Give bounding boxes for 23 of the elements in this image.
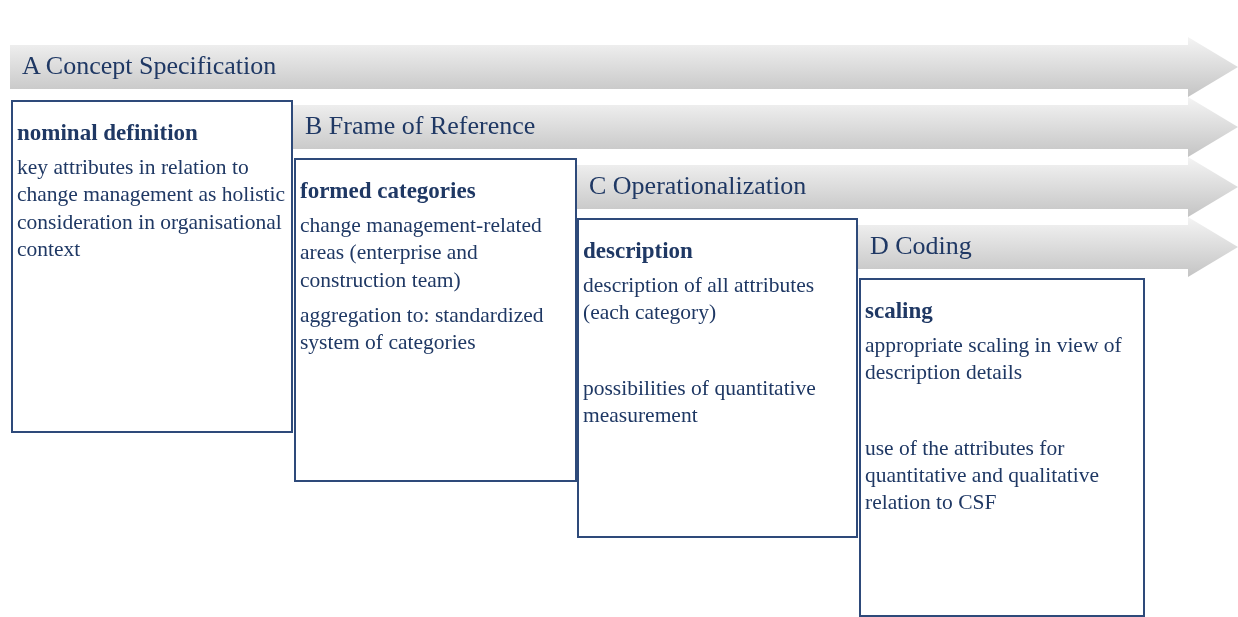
stage-banner (858, 217, 1238, 277)
stage-banner (293, 97, 1238, 157)
stage-title: C Operationalization (589, 171, 807, 201)
box-text: key attributes in relation to change management as holistic consideration in organisational context (17, 154, 287, 263)
box-text: description of all attributes (each category) (583, 272, 816, 327)
box-text: possibilities of quantitative measurement (583, 374, 817, 429)
stage-box (11, 100, 293, 433)
stage-box (577, 218, 858, 538)
box-text: aggregation to: standardized system of categories (300, 301, 545, 357)
stage-box (294, 158, 577, 482)
box-heading: nominal definition (17, 120, 199, 146)
stage-box (859, 278, 1145, 617)
box-heading: description (583, 238, 694, 264)
box-heading: formed categories (300, 178, 477, 204)
box-heading: scaling (865, 298, 934, 324)
stage-banner (577, 157, 1238, 217)
stage-banner (10, 37, 1238, 97)
box-text: use of the attributes for quantitative and qualitative relation to CSF (865, 434, 1101, 517)
box-text: appropriate scaling in view of description details (865, 332, 1123, 387)
stage-title: B Frame of Reference (305, 111, 536, 141)
stage-title: A Concept Specification (22, 51, 277, 81)
stage-title: D Coding (870, 231, 972, 261)
box-text: change management-related areas (enterprise and construction team) (300, 212, 543, 294)
